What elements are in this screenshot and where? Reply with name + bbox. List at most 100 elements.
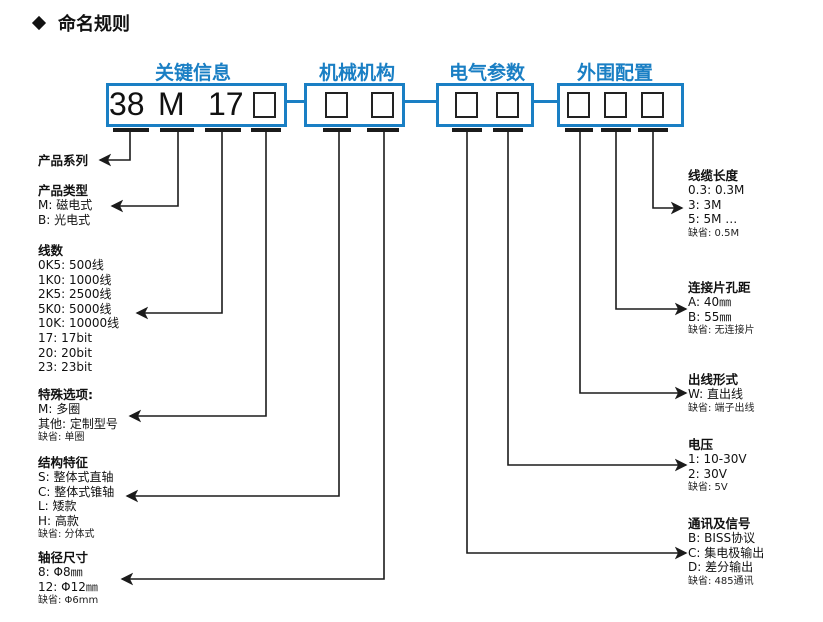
label-special-head: 特殊选项: [38, 387, 93, 402]
label-outlet: 出线形式 W: 直出线 缺省: 端子出线 [688, 372, 755, 415]
code-slot-voltage [496, 92, 519, 118]
group-title-key-info: 关键信息 [154, 62, 231, 84]
label-hole: 连接片孔距 A: 40㎜ B: 55㎜ 缺省: 无连接片 [688, 280, 755, 337]
label-cable-note: 缺省: 0.5M [688, 227, 740, 239]
label-hole-line: A: 40㎜ [688, 295, 732, 309]
label-structure-line: S: 整体式直轴 [38, 470, 114, 484]
frame-connector [404, 100, 436, 103]
leader-voltage [507, 132, 688, 472]
label-lines-line: 5K0: 5000线 [38, 301, 112, 316]
label-cable-line: 0.3: 0.3M [688, 183, 745, 197]
label-voltage-line: 2: 30V [688, 466, 727, 481]
frame-connector [286, 100, 304, 103]
label-hole-head: 连接片孔距 [688, 280, 751, 295]
label-cable-line: 5: 5M … [688, 212, 738, 227]
label-voltage: 电压 1: 10-30V 2: 30V 缺省: 5V [688, 437, 747, 494]
code-underline [452, 128, 482, 132]
label-shaft: 轴径尺寸 8: Φ8㎜ 12: Φ12㎜ 缺省: Φ6mm [38, 550, 98, 607]
label-special-line: M: 多圈 [38, 402, 81, 416]
label-type-head: 产品类型 [38, 183, 89, 198]
section-header: 命名规则 [31, 10, 130, 36]
label-comm-head: 通讯及信号 [688, 516, 751, 531]
code-slot-outlet [567, 92, 590, 118]
label-comm-line: B: BISS协议 [688, 531, 756, 545]
label-comm: 通讯及信号 B: BISS协议 C: 集电极输出 D: 差分输出 缺省: 485… [688, 516, 764, 588]
leader-series [98, 132, 131, 167]
frame-connector [533, 100, 557, 103]
label-special: 特殊选项: M: 多圈 其他: 定制型号 缺省: 单圈 [38, 387, 118, 444]
label-lines-head: 线数 [38, 243, 64, 258]
code-underline [323, 128, 351, 132]
label-series-head: 产品系列 [38, 153, 89, 168]
label-shaft-line: 12: Φ12㎜ [38, 579, 98, 594]
label-outlet-note: 缺省: 端子出线 [688, 402, 755, 414]
label-comm-line: D: 差分输出 [688, 560, 754, 575]
code-slot-special [253, 92, 276, 118]
leader-special [128, 132, 267, 423]
leader-lines [135, 132, 223, 320]
label-lines-line: 17: 17bit [38, 330, 93, 345]
leader-type [110, 132, 179, 213]
leader-comm [466, 132, 688, 560]
code-underline [205, 128, 241, 132]
label-lines: 线数 0K5: 500线 1K0: 1000线 2K5: 2500线 5K0: … [38, 243, 119, 375]
code-underline [565, 128, 593, 132]
label-voltage-line: 1: 10-30V [688, 452, 747, 466]
label-shaft-head: 轴径尺寸 [38, 550, 89, 565]
code-slot-cable [641, 92, 664, 118]
code-type: M [158, 86, 185, 122]
label-series: 产品系列 [38, 153, 88, 168]
label-structure: 结构特征 S: 整体式直轴 C: 整体式锥轴 L: 矮款 H: 高款 缺省: 分… [38, 455, 114, 541]
code-slot-hole [604, 92, 627, 118]
code-lines: 17 [208, 86, 244, 122]
code-slot-comm [455, 92, 478, 118]
page-title: 命名规则 [58, 14, 130, 35]
code-series: 38 [109, 86, 145, 122]
label-type-line: M: 磁电式 [38, 198, 93, 212]
label-comm-line: C: 集电极输出 [688, 545, 765, 560]
label-shaft-note: 缺省: Φ6mm [38, 595, 99, 607]
label-shaft-line: 8: Φ8㎜ [38, 565, 83, 579]
label-lines-line: 2K5: 2500线 [38, 287, 112, 302]
leader-shaft [120, 132, 385, 586]
label-structure-line: C: 整体式锥轴 [38, 484, 115, 499]
label-structure-head: 结构特征 [38, 455, 89, 470]
label-lines-line: 0K5: 500线 [38, 258, 104, 272]
leader-hole [615, 132, 688, 316]
label-cable: 线缆长度 0.3: 0.3M 3: 3M 5: 5M … 缺省: 0.5M [688, 168, 744, 240]
label-hole-note: 缺省: 无连接片 [688, 325, 755, 337]
label-outlet-head: 出线形式 [688, 372, 739, 387]
code-underline [367, 128, 399, 132]
label-hole-line: B: 55㎜ [688, 309, 732, 324]
label-special-line: 其他: 定制型号 [38, 416, 118, 431]
label-voltage-note: 缺省: 5V [688, 482, 728, 494]
label-comm-note: 缺省: 485通讯 [688, 575, 754, 587]
leader-structure [125, 132, 340, 503]
label-cable-head: 线缆长度 [688, 168, 739, 183]
code-underline [251, 128, 281, 132]
label-outlet-line: W: 直出线 [688, 387, 744, 401]
label-lines-line: 20: 20bit [38, 345, 93, 360]
label-structure-note: 缺省: 分体式 [38, 529, 95, 541]
code-underline [160, 128, 194, 132]
code-underline [601, 128, 631, 132]
label-voltage-head: 电压 [688, 437, 714, 452]
code-underline [638, 128, 668, 132]
group-title-mechanical: 机械机构 [318, 62, 395, 84]
code-underline [493, 128, 523, 132]
label-type-line: B: 光电式 [38, 212, 91, 227]
label-lines-line: 1K0: 1000线 [38, 272, 112, 287]
leader-outlet [579, 132, 688, 400]
group-title-electrical: 电气参数 [448, 62, 525, 84]
code-underline [113, 128, 149, 132]
label-type: 产品类型 M: 磁电式 B: 光电式 [38, 183, 92, 227]
label-lines-line: 10K: 10000线 [38, 316, 120, 331]
label-special-note: 缺省: 单圈 [38, 432, 85, 444]
leader-cable [652, 132, 684, 215]
group-title-peripheral: 外围配置 [576, 62, 653, 84]
label-structure-line: H: 高款 [38, 513, 79, 528]
label-lines-line: 23: 23bit [38, 360, 93, 375]
label-structure-line: L: 矮款 [38, 499, 77, 514]
code-slot-shaft [371, 92, 394, 118]
